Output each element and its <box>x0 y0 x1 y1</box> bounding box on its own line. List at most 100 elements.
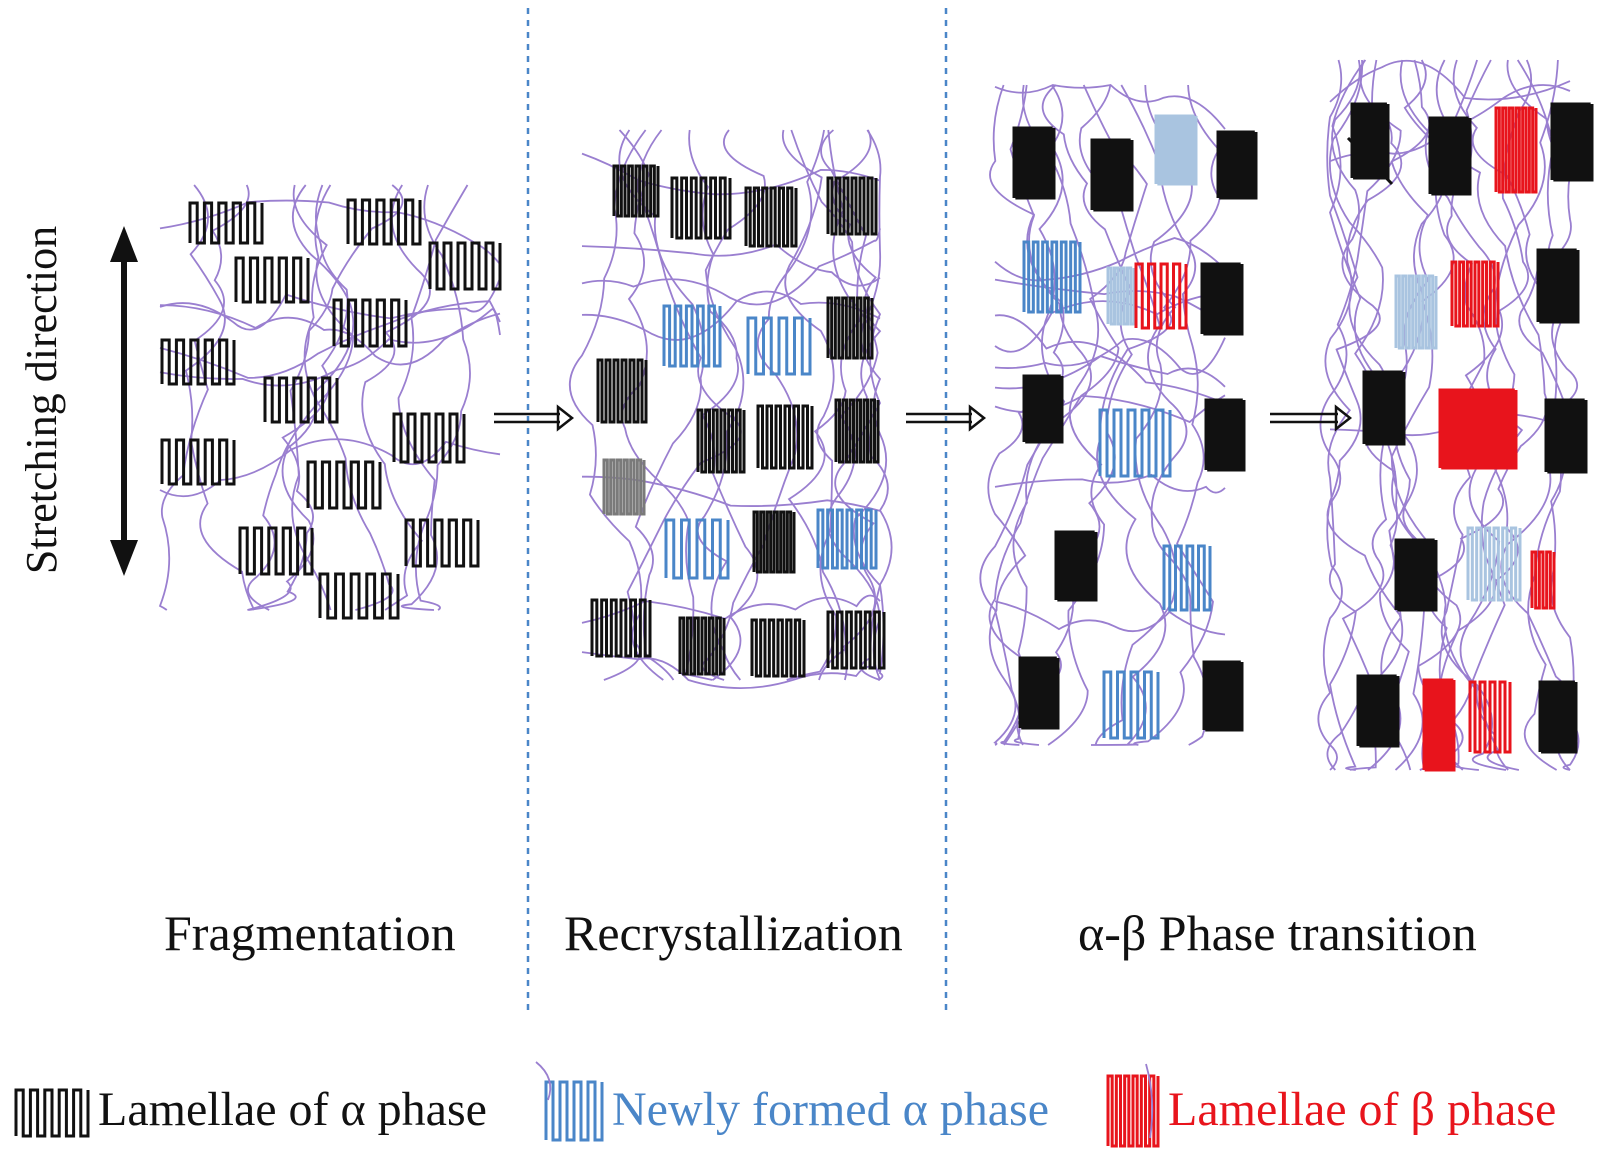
process-arrows <box>110 226 1353 576</box>
recrystallization-tie-chain <box>581 228 881 306</box>
stage-label-fragmentation: Fragmentation <box>164 905 456 961</box>
legend-icons <box>14 1061 1160 1148</box>
recrystallization-new-alpha-lamella <box>662 304 722 368</box>
legend-icon-new-alpha <box>535 1061 604 1142</box>
recrystallization-new-alpha-lamella <box>746 316 812 376</box>
legend-label-new-alpha: Newly formed α phase <box>612 1083 1050 1136</box>
fragmentation-alpha-lamella <box>392 412 466 464</box>
fragmentation-tie-chain <box>397 184 469 611</box>
transition-new-alpha-lamella <box>1466 526 1522 602</box>
transition-alpha-lamella <box>1202 660 1244 732</box>
recrystallization-alpha-lamella <box>826 610 886 670</box>
transition-alpha-lamella <box>1550 102 1594 182</box>
transition-a-tie-chain <box>1120 84 1214 746</box>
recrystallization-alpha-lamella <box>834 398 880 464</box>
recrystallization-alpha-lamella <box>826 176 878 236</box>
fragmentation-alpha-lamella <box>160 438 236 486</box>
recrystallization-new-alpha-lamella <box>664 518 730 580</box>
transition-beta-lamella <box>1134 262 1188 330</box>
transition-new-alpha-lamella <box>1154 114 1198 186</box>
recrystallization-new-alpha-lamella <box>816 508 878 570</box>
transition-beta-lamella <box>1450 260 1500 328</box>
recrystallization-alpha-lamella <box>670 176 732 240</box>
fragmentation-alpha-lamella <box>234 256 310 304</box>
recrystallization-alpha-lamella <box>696 408 746 474</box>
fragmentation-alpha-lamella <box>238 526 314 576</box>
transition-alpha-lamella <box>1356 674 1400 748</box>
transition-beta-lamella <box>1530 550 1556 610</box>
fragmentation-tie-chain <box>289 184 404 611</box>
process-arrow-2 <box>906 404 987 432</box>
stretching-direction-label: Stretching direction <box>17 225 66 575</box>
transition-a-tie-chain <box>994 237 1226 282</box>
recrystallization-alpha-lamella <box>826 296 874 360</box>
stretch-arrow-head-down <box>110 540 138 576</box>
fragmentation-tie-chain <box>158 184 250 611</box>
stage-label-recrystallization: Recrystallization <box>564 905 903 961</box>
recrystallization-alpha-lamella <box>590 598 652 658</box>
transition-new-alpha-lamella <box>1106 266 1136 326</box>
transition-b-tie-chain <box>1317 59 1381 771</box>
transition-alpha-lamella <box>1216 130 1258 200</box>
fragmentation-alpha-lamella <box>404 518 480 568</box>
transition-new-alpha-lamella <box>1394 274 1438 350</box>
fragmentation-alpha-lamella <box>306 460 382 510</box>
legend-icon-beta <box>1106 1063 1160 1148</box>
fragmentation-tie-chain <box>247 184 355 611</box>
transition-alpha-lamella <box>1012 126 1056 200</box>
transition-alpha-lamella <box>1018 656 1060 730</box>
transition-alpha-lamella <box>1200 262 1244 336</box>
fragmentation-tie-chain <box>159 304 501 366</box>
fragmentation-tie-chain <box>184 184 255 611</box>
recrystallization-tie-chain <box>568 129 664 681</box>
fragmentation-alpha-lamella <box>428 241 502 291</box>
fragmentation-alpha-lamella <box>160 338 236 386</box>
legend-icon-alpha <box>14 1088 90 1138</box>
recrystallization-tie-chain <box>581 290 881 341</box>
transition-alpha-lamella <box>1054 530 1098 602</box>
transition-new-alpha-lamella <box>1162 544 1212 612</box>
transition-alpha-lamella <box>1544 398 1588 474</box>
recrystallization-tie-chain <box>696 129 766 681</box>
fragmentation-alpha-lamella <box>346 198 422 246</box>
stage-separators <box>526 8 948 1012</box>
recrystallization-tie-chain <box>688 129 759 681</box>
fragmentation-tie-chain <box>159 308 501 387</box>
legend-label-beta: Lamellae of β phase <box>1168 1083 1557 1136</box>
transition-a-tie-chain <box>994 84 1226 130</box>
transition-a-tie-chain <box>1003 84 1133 746</box>
lamella-fracture-mark <box>1346 136 1394 186</box>
recrystallization-tie-chain <box>781 129 838 681</box>
transition-alpha-lamella <box>1428 116 1472 196</box>
process-arrow-1 <box>494 404 575 432</box>
fragmentation-alpha-lamella <box>188 201 264 245</box>
recrystallization-alpha-lamella <box>612 164 660 218</box>
transition-alpha-lamella <box>1350 102 1390 180</box>
transition-a-tie-chain <box>994 314 1226 405</box>
recrystallization-alpha-lamella <box>596 358 648 424</box>
recrystallization-alpha-lamella <box>756 404 814 470</box>
process-arrow-3 <box>1270 404 1353 432</box>
fragmentation-alpha-lamella <box>263 376 339 424</box>
fragmentation-alpha-lamella <box>318 572 400 620</box>
fragmentation-alpha-lamella <box>332 298 408 348</box>
recrystallization-tie-chain <box>581 243 881 287</box>
transition-alpha-lamella <box>1538 680 1578 754</box>
transition-alpha-lamella <box>1090 138 1134 212</box>
recrystallization-alpha-lamella <box>744 186 798 248</box>
recrystallization-alpha-lamella <box>678 616 726 676</box>
transition-a-tie-chain <box>1021 84 1106 746</box>
lamellae-layer <box>160 102 1594 772</box>
recrystallization-alpha-lamella <box>602 458 646 516</box>
transition-beta-lamella <box>1468 680 1512 754</box>
transition-alpha-lamella <box>1394 538 1438 612</box>
transition-alpha-lamella <box>1362 370 1406 446</box>
transition-alpha-lamella <box>1022 374 1064 444</box>
recrystallization-tie-chain <box>581 651 881 689</box>
transition-beta-lamella <box>1494 106 1538 194</box>
transition-alpha-lamella <box>1204 398 1246 472</box>
stage-label-phase-transition: α-β Phase transition <box>1078 905 1477 961</box>
transition-a-tie-chain <box>994 600 1226 636</box>
recrystallization-alpha-lamella <box>752 510 796 574</box>
